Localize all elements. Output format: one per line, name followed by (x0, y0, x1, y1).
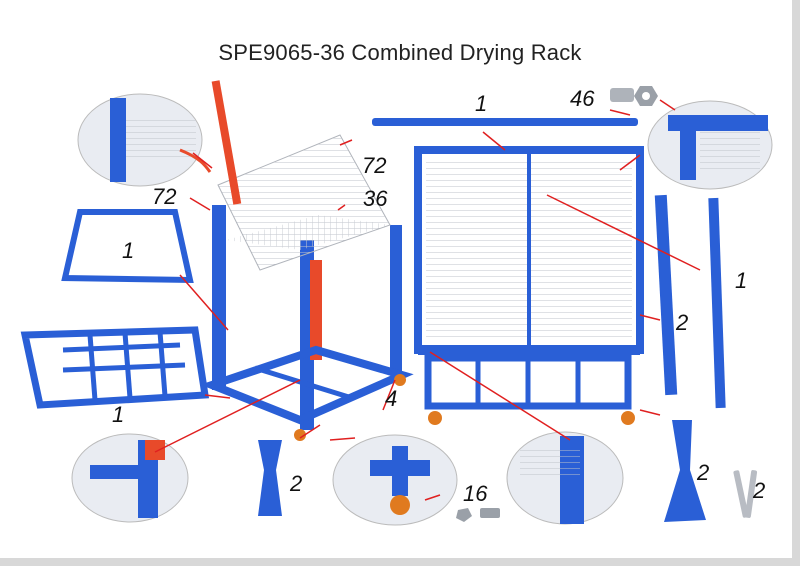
callout-72-upper: 72 (362, 153, 387, 178)
square-frame-part (61, 209, 194, 284)
callout-2-bottom: 2 (290, 471, 303, 496)
callout-16: 16 (463, 481, 488, 506)
callout-46: 46 (570, 86, 595, 111)
callout-1-bottom: 1 (112, 402, 125, 427)
callout-1-top: 1 (475, 91, 488, 116)
page-title: SPE9065-36 Combined Drying Rack (218, 40, 582, 65)
detail-circle-bottom-center (332, 434, 458, 526)
bracket-part-left (258, 440, 282, 516)
callout-2-far-right: 2 (697, 460, 710, 485)
detail-circle-top-right (647, 100, 773, 190)
bracket-part-right (664, 420, 706, 522)
wrench-icon (733, 470, 758, 518)
callout-2-wrench: 2 (753, 478, 766, 503)
detail-circle-top-left (77, 93, 212, 187)
left-drying-rack (200, 80, 414, 441)
base-grid-part (20, 326, 210, 409)
callout-2-right: 2 (676, 310, 689, 335)
callout-1-right: 1 (735, 268, 748, 293)
top-bar-part (372, 118, 638, 126)
bolt-nut-icon (610, 86, 658, 106)
callout-4: 4 (385, 386, 398, 411)
detail-circle-bottom-left (71, 433, 189, 523)
detail-circle-bottom-right (506, 431, 624, 525)
vertical-post-parts (654, 194, 726, 409)
right-drying-rack (414, 146, 644, 425)
screws-icon (456, 508, 500, 522)
pointer-arrows (154, 99, 701, 501)
callout-36: 36 (363, 186, 388, 211)
callout-1-frame: 1 (122, 238, 135, 263)
callout-72-left: 72 (152, 184, 177, 209)
